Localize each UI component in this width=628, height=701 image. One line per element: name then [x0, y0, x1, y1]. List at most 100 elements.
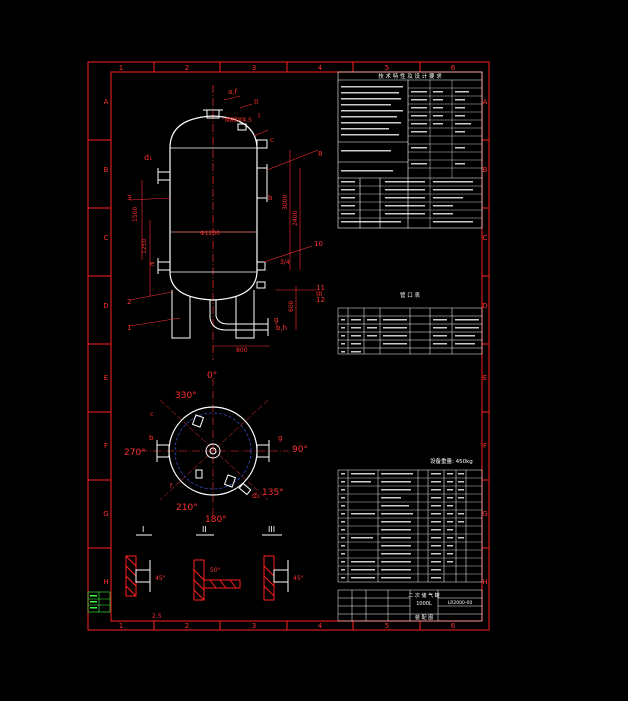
detail-iii-angle: 45°: [293, 575, 304, 582]
plan-center-nozzle: [205, 443, 221, 459]
angle-330: 330°: [175, 391, 197, 401]
label-e: e: [150, 260, 154, 268]
row-label-right-f: F: [483, 442, 487, 450]
row-label-f: F: [104, 442, 108, 450]
title-block: [337, 589, 483, 622]
top-label-af: a,f: [228, 88, 238, 96]
col-label-bottom-6: 6: [451, 622, 456, 630]
detail-i: I 45° 2.5: [125, 525, 166, 620]
label-b: b: [268, 194, 273, 202]
tech-spec-text-lines: [341, 86, 473, 223]
nozzle-table: [337, 307, 483, 355]
plan-label-b: b: [149, 434, 154, 442]
parts-list-text: [341, 473, 464, 579]
row-label-right-e: E: [483, 374, 487, 382]
diameter-label: Φ1200: [200, 230, 220, 237]
tech-spec-table: [337, 71, 483, 229]
drawing-frame: [87, 61, 490, 631]
parts-list-rows: [338, 477, 482, 575]
support-leg-right: [235, 290, 255, 339]
dim-right-2: 2400: [292, 211, 299, 226]
col-label-1: 1: [119, 64, 123, 72]
dim-base: 800: [236, 347, 248, 354]
row-label-d: D: [103, 302, 108, 310]
top-label-i: I: [258, 112, 260, 120]
dim-right-3: 600: [288, 300, 295, 312]
detail-i-dim: 2.5: [152, 613, 162, 620]
col-label-3: 3: [252, 64, 256, 72]
row-label-right-h: H: [482, 578, 487, 586]
col-label-6: 6: [451, 64, 456, 72]
col-label-bottom-3: 3: [252, 622, 256, 630]
part-number-3-4: 3/4: [280, 259, 290, 266]
support-leg-left: [171, 290, 191, 339]
plan-label-g: g: [278, 434, 282, 442]
label-g: g: [274, 316, 278, 324]
elevation-view: a,f II I Φ89×4.5 d₁ c b e III g b,h Φ120…: [127, 85, 325, 360]
dim-left-2: 1250: [141, 239, 148, 254]
approval-stamp: [87, 591, 111, 613]
part-number-3: 3: [127, 194, 131, 202]
tech-spec-title: 技 术 特 性 及 设 计 要 求: [378, 72, 442, 80]
angle-135: 135°: [262, 488, 284, 498]
angle-90: 90°: [292, 445, 308, 455]
nozzle-table-text: [341, 319, 479, 353]
angle-270: 270°: [124, 448, 146, 458]
part-number-8: 8: [318, 150, 322, 158]
part-number-1: 1: [127, 324, 131, 332]
plan-label-c: c: [150, 411, 153, 418]
col-label-bottom-2: 2: [185, 622, 189, 630]
col-label-2: 2: [185, 64, 189, 72]
left-upper-nozzle: [157, 168, 171, 184]
bottom-outlet-pipe: [209, 300, 268, 331]
col-label-4: 4: [318, 64, 323, 72]
elevation-dimensions: [129, 95, 319, 347]
row-label-right-b: B: [483, 166, 488, 174]
left-lower-nozzle: [157, 258, 171, 274]
detail-iii-title: III: [268, 525, 275, 534]
part-number-10: 10: [314, 240, 323, 248]
nozzle-dim-label: Φ89×4.5: [225, 117, 252, 124]
nozzle-table-title: 管 口 表: [400, 291, 420, 299]
title-block-sub: 1000L: [416, 601, 432, 607]
detail-iii: III 45°: [262, 525, 304, 601]
title-block-drawing: 装 配 图: [415, 614, 433, 621]
plan-label-f: f: [170, 483, 173, 490]
plan-label-d1: d₁: [252, 491, 260, 500]
detail-i-title: I: [142, 525, 144, 534]
detail-ii-angle: 50°: [210, 567, 221, 574]
row-label-right-g: G: [482, 510, 487, 518]
label-c: c: [270, 136, 274, 144]
title-block-name: 二 次 储 气 罐: [408, 592, 439, 599]
part-number-2: 2: [127, 298, 131, 306]
plan-view: 0° 330° 270° 90° 210° 135° 180° b g d₁ c…: [124, 371, 308, 525]
title-block-number: LR2000-00: [448, 600, 473, 606]
row-label-a: A: [104, 98, 109, 106]
frame-column-labels: 1 2 3 4 5 6 1 2 3 4 5 6: [119, 62, 456, 630]
frame-row-labels: A B C D E F G H A B C D E F G H: [88, 98, 489, 586]
detail-ii-title: II: [202, 525, 207, 534]
detail-views: I 45° 2.5 II 50° III 45°: [125, 525, 304, 620]
row-label-right-c: C: [483, 234, 488, 242]
top-label-ii: II: [254, 98, 258, 106]
tech-spec-rows: [338, 80, 482, 228]
right-lower-nozzle: [256, 261, 266, 289]
label-iii: III: [316, 290, 322, 298]
row-label-g: G: [103, 510, 108, 518]
label-d1: d₁: [144, 153, 152, 162]
part-number-12: 12: [316, 296, 325, 304]
dim-left-1: 1500: [132, 207, 139, 222]
detail-i-angle: 45°: [155, 575, 166, 582]
detail-ii: II 50°: [193, 525, 241, 601]
angle-210: 210°: [176, 503, 198, 513]
part-number-11: 11: [316, 284, 325, 292]
col-label-bottom-4: 4: [318, 622, 323, 630]
angle-180: 180°: [205, 515, 227, 525]
row-label-right-a: A: [483, 98, 488, 106]
dim-right-1: 3000: [282, 195, 289, 210]
row-label-right-d: D: [482, 302, 487, 310]
label-bh: b,h: [276, 324, 287, 332]
col-label-5: 5: [385, 64, 389, 72]
angle-0: 0°: [207, 371, 217, 381]
